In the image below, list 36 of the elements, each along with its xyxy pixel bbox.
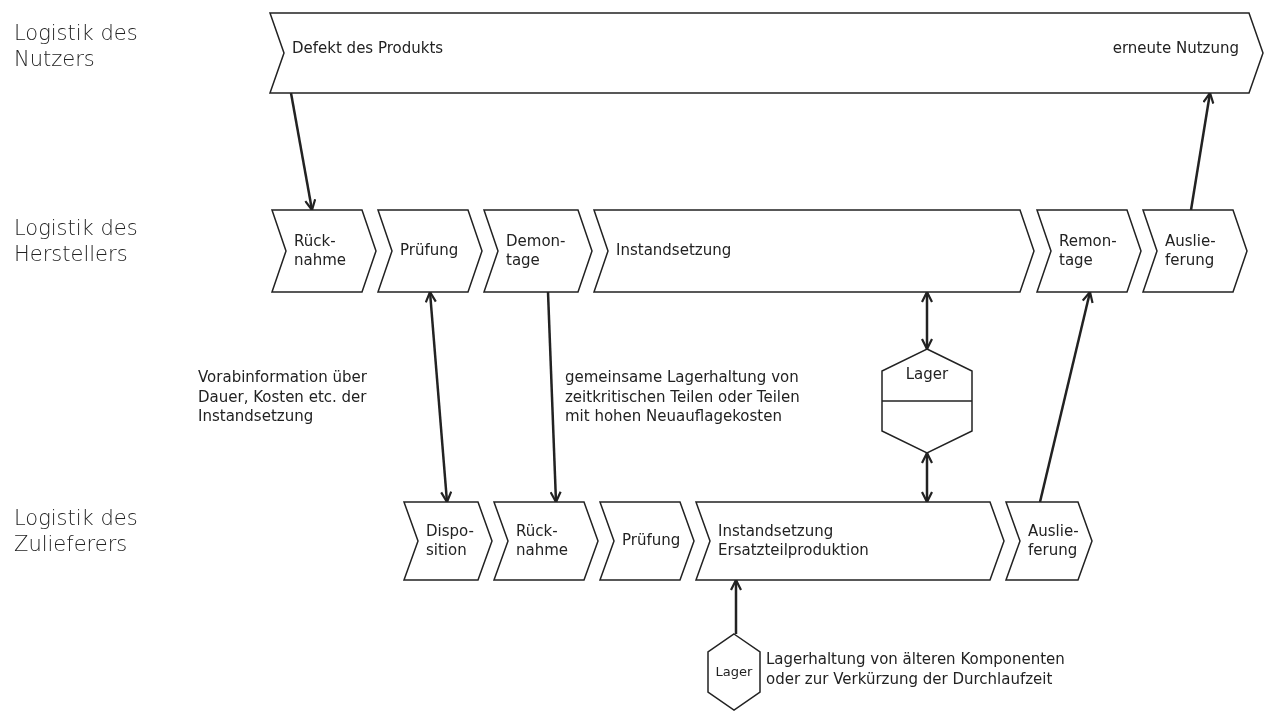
lane-label: Logistik des Zulieferers bbox=[14, 505, 139, 558]
step-label: Instandsetzung Ersatzteilproduktion bbox=[718, 521, 870, 561]
storage-hexagon bbox=[708, 634, 760, 710]
process-step bbox=[404, 502, 492, 580]
step-label: erneute Nutzung bbox=[1112, 39, 1239, 59]
step-label: Auslie- ferung bbox=[1165, 231, 1217, 271]
process-step bbox=[378, 210, 482, 292]
lane-label: Logistik des Nutzers bbox=[14, 20, 139, 73]
step-label: Demon- tage bbox=[506, 231, 566, 271]
process-step bbox=[1037, 210, 1141, 292]
process-band bbox=[270, 13, 1263, 93]
process-step bbox=[494, 502, 598, 580]
step-label: Prüfung bbox=[400, 241, 459, 261]
step-label: Defekt des Produkts bbox=[292, 39, 444, 59]
step-label: Lager bbox=[905, 365, 949, 385]
arrow bbox=[546, 291, 562, 504]
arrow bbox=[289, 92, 317, 212]
process-step bbox=[272, 210, 376, 292]
note-text: gemeinsame Lagerhaltung von zeitkritischen Teilen oder Teilen mit hohen Neuauflagekosten bbox=[565, 368, 801, 427]
storage-hexagon bbox=[882, 349, 972, 453]
step-label: Rück- nahme bbox=[516, 521, 570, 561]
process-step bbox=[600, 502, 694, 580]
arrow bbox=[920, 451, 934, 504]
step-label: Auslie- ferung bbox=[1028, 521, 1079, 561]
lane-label: Logistik des Herstellers bbox=[14, 215, 139, 268]
note-text: Vorabinformation über Dauer, Kosten etc. der Instandsetzung bbox=[198, 368, 368, 427]
process-step bbox=[484, 210, 592, 292]
process-step bbox=[1006, 502, 1092, 580]
step-label: Dispo- sition bbox=[426, 521, 475, 561]
note-text: Lagerhaltung von älteren Komponenten oder zur Verkürzung der Durchlaufzeit bbox=[766, 650, 1066, 689]
step-label: Rück- nahme bbox=[294, 231, 348, 271]
step-label: Prüfung bbox=[622, 531, 681, 551]
step-label: Lager bbox=[715, 663, 753, 681]
step-label: Instandsetzung bbox=[616, 241, 732, 261]
step-label: Remon- tage bbox=[1059, 231, 1118, 271]
process-step bbox=[1143, 210, 1247, 292]
